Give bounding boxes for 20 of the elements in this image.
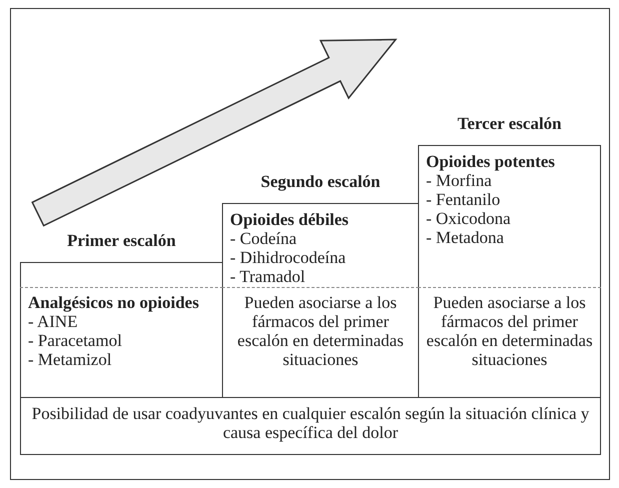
drug-class-title: Analgésicos no opioides <box>28 293 200 312</box>
drug-name: - Dihidrocodeína <box>230 248 347 267</box>
drug-name: - Oxicodona <box>426 209 512 228</box>
drug-name: - AINE <box>28 312 79 331</box>
note-text: Posibilidad de usar coadyuvantes en cualquier escalón según la situación clínica y causa específica del dolor <box>30 404 590 442</box>
note-box <box>20 397 601 455</box>
note-text: Pueden asociarse a los fármacos del primer escalón en determinadas situaciones <box>426 293 593 369</box>
note-text: Pueden asociarse a los fármacos del primer escalón en determinadas situaciones <box>236 293 405 369</box>
drug-class-title: Opioides débiles <box>230 210 350 229</box>
drug-name: - Morfina <box>426 171 493 190</box>
drug-name: - Codeína <box>230 229 298 248</box>
drug-name: - Metamizol <box>28 350 113 369</box>
step-heading: Tercer escalón <box>456 113 563 135</box>
step-heading: Segundo escalón <box>260 171 382 193</box>
drug-name: - Tramadol <box>230 267 306 286</box>
drug-name: - Fentanilo <box>426 190 502 209</box>
drug-name: - Paracetamol <box>28 331 123 350</box>
drug-name: - Metadona <box>426 228 505 247</box>
step-heading: Primer escalón <box>66 230 177 252</box>
drug-class-title: Opioides potentes <box>426 152 556 171</box>
